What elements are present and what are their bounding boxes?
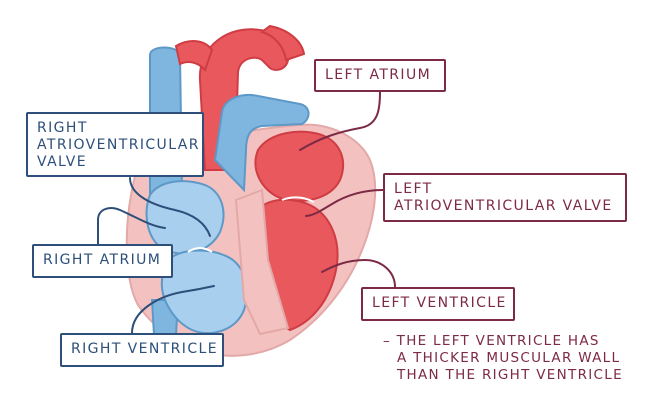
leader-left-av-valve: [305, 189, 384, 217]
pulmonary-artery: [213, 94, 310, 193]
label-right-atrium: RIGHT ATRIUM: [32, 244, 173, 278]
leader-left-ventricle: [321, 258, 396, 288]
note-line-2: A THICKER MUSCULAR WALL: [397, 350, 621, 366]
leader-right-ventricle: [131, 285, 215, 334]
label-left-atrium: LEFT ATRIUM: [314, 59, 446, 92]
note-line-1: – THE LEFT VENTRICLE HAS: [383, 333, 600, 349]
leader-right-atrium: [97, 207, 166, 245]
leader-left-atrium: [299, 91, 381, 151]
label-left-av-valve-line-2: ATRIOVENTRICULAR VALVE: [394, 198, 613, 214]
left-av-valve-shape: [281, 196, 315, 203]
note-line-3: THAN THE RIGHT VENTRICLE: [397, 367, 623, 383]
label-right-av-valve: RIGHT ATRIOVENTRICULAR VALVE: [26, 112, 204, 177]
label-right-av-valve-line-2: ATRIOVENTRICULAR: [37, 137, 200, 153]
right-av-valve-shape: [187, 247, 213, 253]
aorta-branch: [174, 40, 214, 72]
annotation-note: – THE LEFT VENTRICLE HAS A THICKER MUSCU…: [383, 333, 653, 384]
label-left-av-valve-line-1: LEFT: [394, 181, 433, 197]
septum: [234, 188, 290, 336]
label-left-atrium-text: LEFT ATRIUM: [325, 67, 432, 83]
label-right-ventricle-text: RIGHT VENTRICLE: [71, 341, 218, 357]
right-ventricle-chamber: [160, 249, 248, 335]
right-atrium-chamber: [145, 180, 225, 255]
leader-right-av-valve: [129, 177, 211, 237]
label-left-av-valve: LEFT ATRIOVENTRICULAR VALVE: [383, 173, 627, 222]
left-atrium-chamber: [254, 130, 345, 202]
label-right-av-valve-line-3: VALVE: [37, 154, 87, 170]
label-left-ventricle: LEFT VENTRICLE: [361, 287, 515, 321]
label-right-ventricle: RIGHT VENTRICLE: [60, 333, 224, 367]
label-left-ventricle-text: LEFT VENTRICLE: [372, 295, 507, 311]
label-right-atrium-text: RIGHT ATRIUM: [43, 252, 162, 268]
label-right-av-valve-line-1: RIGHT: [37, 120, 88, 136]
aorta-right-branch: [259, 24, 306, 62]
